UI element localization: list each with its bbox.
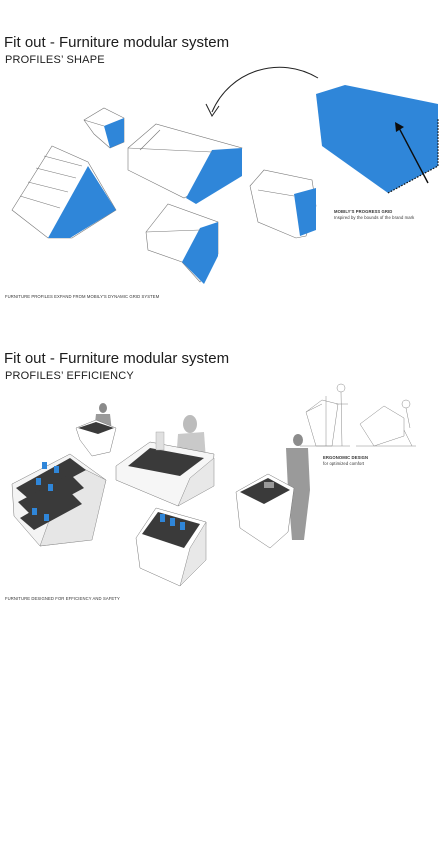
arrow-head <box>205 103 220 117</box>
profile-stepped <box>11 145 117 239</box>
standing-counter <box>235 434 310 549</box>
section1-subtitle: PROFILES’ SHAPE <box>5 54 105 66</box>
section1-title: Fit out - Furniture modular system <box>4 34 230 51</box>
grid-note-title: MOBILY'S PROGRESS GRID <box>334 209 393 214</box>
section1-caption: FURNITURE PROFILES EXPAND FROM MOBILY'S … <box>5 294 160 299</box>
desk-person-small <box>75 403 117 457</box>
curved-arrow <box>211 66 319 113</box>
phone-counter <box>135 507 207 587</box>
progress-grid-shape <box>316 85 439 194</box>
ergo-text: for optimized comfort <box>323 461 365 466</box>
profile-small <box>83 107 125 149</box>
profiles-shape-illustration <box>11 66 439 284</box>
profile-hex <box>249 169 317 239</box>
profile-long <box>127 123 243 204</box>
section2-subtitle: PROFILES’ EFFICIENCY <box>5 370 134 382</box>
service-counter <box>115 415 215 507</box>
ergo-title: ERGONOMIC DESIGN <box>323 455 369 460</box>
phone-shelf <box>11 453 107 547</box>
profile-medium <box>145 203 219 284</box>
section2-title: Fit out - Furniture modular system <box>4 350 230 367</box>
profiles-efficiency-illustration <box>11 383 416 587</box>
section2-caption: FURNITURE DESIGNED FOR EFFICIENCY AND SA… <box>5 596 120 601</box>
ergonomic-diagram <box>300 383 416 447</box>
grid-note-text: Inspired by the bounds of the brand mark <box>334 215 415 220</box>
